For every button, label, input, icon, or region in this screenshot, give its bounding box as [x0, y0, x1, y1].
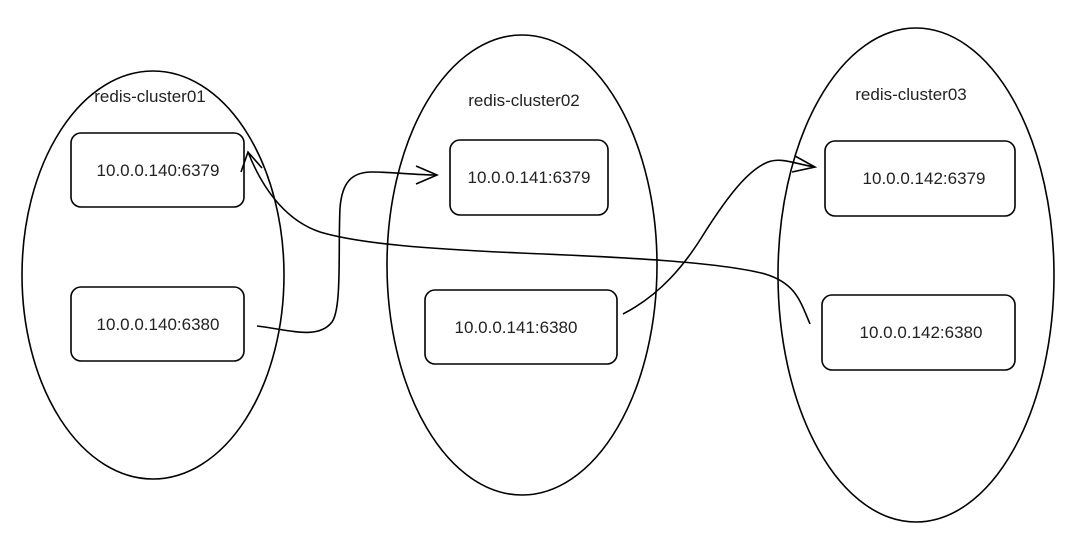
- node-address: 10.0.0.140:6380: [97, 315, 220, 334]
- arrowhead-icon: [415, 165, 440, 185]
- node-rect: [821, 294, 1016, 371]
- cluster-ellipse: [386, 34, 658, 496]
- node-box: 10.0.0.141:6379: [449, 139, 609, 216]
- node-rect: [70, 286, 245, 362]
- node-address: 10.0.0.140:6379: [97, 161, 220, 180]
- node-rect: [824, 140, 1016, 217]
- connector-arrow: [622, 155, 818, 315]
- node-address: 10.0.0.141:6379: [468, 168, 591, 187]
- node-box: 10.0.0.140:6379: [70, 132, 245, 208]
- cluster-redis-cluster01: redis-cluster01 10.0.0.140:6379 10.0.0.1…: [21, 70, 285, 480]
- connector-arrow: [256, 165, 440, 334]
- node-box: 10.0.0.142:6380: [821, 294, 1016, 371]
- node-box: 10.0.0.141:6380: [424, 289, 618, 365]
- node-address: 10.0.0.142:6380: [860, 323, 983, 342]
- connector-line: [247, 151, 811, 325]
- node-box: 10.0.0.140:6380: [70, 286, 245, 362]
- cluster-ellipse: [21, 70, 285, 480]
- arrowhead-icon: [240, 150, 263, 173]
- cluster-redis-cluster03: redis-cluster03 10.0.0.142:6379 10.0.0.1…: [777, 27, 1055, 523]
- node-rect: [424, 289, 618, 365]
- node-address: 10.0.0.142:6379: [863, 169, 986, 188]
- cluster-label: redis-cluster01: [94, 87, 206, 106]
- cluster-label: redis-cluster03: [855, 85, 967, 104]
- node-rect: [449, 139, 609, 216]
- connector-line: [622, 159, 816, 315]
- cluster-label: redis-cluster02: [468, 91, 580, 110]
- node-rect: [70, 132, 245, 208]
- connector-arrow: [240, 150, 811, 325]
- cluster-ellipse: [777, 27, 1055, 523]
- connector-line: [256, 171, 438, 334]
- arrowhead-icon: [791, 155, 818, 173]
- node-address: 10.0.0.141:6380: [455, 318, 578, 337]
- cluster-redis-cluster02: redis-cluster02 10.0.0.141:6379 10.0.0.1…: [386, 34, 658, 496]
- node-box: 10.0.0.142:6379: [824, 140, 1016, 217]
